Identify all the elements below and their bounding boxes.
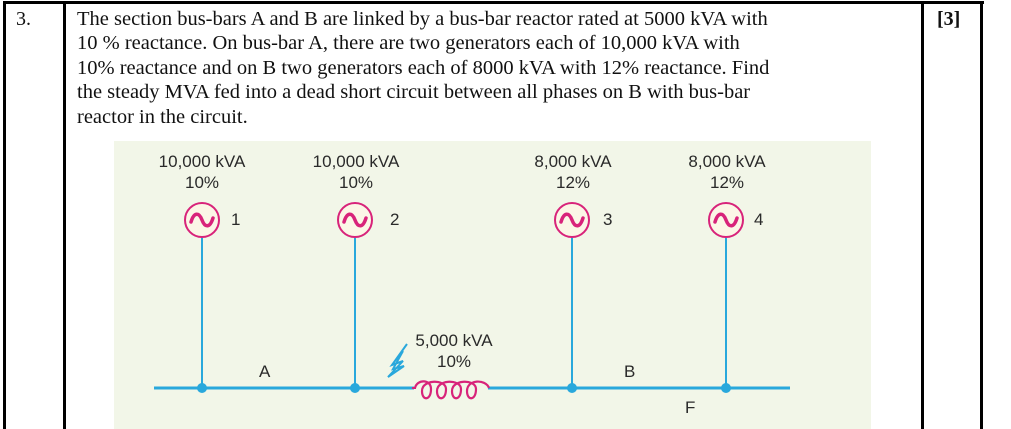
generator-3-reactance: 12% [555,173,591,192]
busbar-a-label: A [259,362,271,381]
generator-2-rating: 10,000 kVA [312,152,400,171]
question-text-line: The section bus-bars A and B are linked … [77,8,768,30]
fault-label: F [685,398,696,417]
generator-2-icon [337,202,373,238]
table-divider-number [63,1,66,429]
reactor-coil-icon [412,380,491,400]
reactor-rating: 5,000 kVA [415,331,493,350]
circuit-diagram: 10,000 kVA 10% 10,000 kVA 10% 8,000 kVA … [114,141,871,429]
question-text-line: 10 % reactance. On bus-bar A, there are … [77,32,740,55]
generator-4-reactance: 12% [709,173,745,192]
junction-dot [721,383,731,393]
generator-1-number: 1 [231,210,241,229]
generator-1-reactance: 10% [184,173,220,192]
generator-4-number: 4 [754,210,764,229]
reactor-label: 5,000 kVA 10% [394,330,514,372]
circuit-diagram-svg [154,202,790,400]
generator-3-number: 3 [603,210,613,229]
generator-4-label: 8,000 kVA 12% [667,151,787,193]
question-marks: [3] [937,8,961,30]
generator-4-rating: 8,000 kVA [688,152,766,171]
table-left-border [3,1,6,429]
generator-1-rating: 10,000 kVA [158,152,246,171]
table-right-border [980,1,983,429]
junction-dot [350,383,360,393]
generator-2-label: 10,000 kVA 10% [296,151,416,193]
generator-4-icon [708,202,744,238]
reactor-reactance: 10% [436,352,472,371]
question-text-line: the steady MVA fed into a dead short cir… [77,81,751,104]
question-text: The section bus-bars A and B are linked … [77,7,912,129]
fault-arrow-icon [387,343,408,378]
generator-1-icon [184,202,220,238]
generator-3-label: 8,000 kVA 12% [513,151,633,193]
junction-dot [197,383,207,393]
generator-3-rating: 8,000 kVA [534,152,612,171]
junction-dot [567,383,577,393]
question-text-line: 10% reactance and on B two generators ea… [77,56,770,79]
generator-1-label: 10,000 kVA 10% [142,151,262,193]
generator-2-reactance: 10% [338,173,374,192]
table-top-border [4,1,984,4]
busbar-b-label: B [624,362,636,381]
generator-3-icon [554,202,590,238]
table-divider-marks [921,1,924,429]
question-number: 3. [16,8,31,30]
question-text-line: reactor in the circuit. [77,105,248,128]
generator-2-number: 2 [390,210,400,229]
